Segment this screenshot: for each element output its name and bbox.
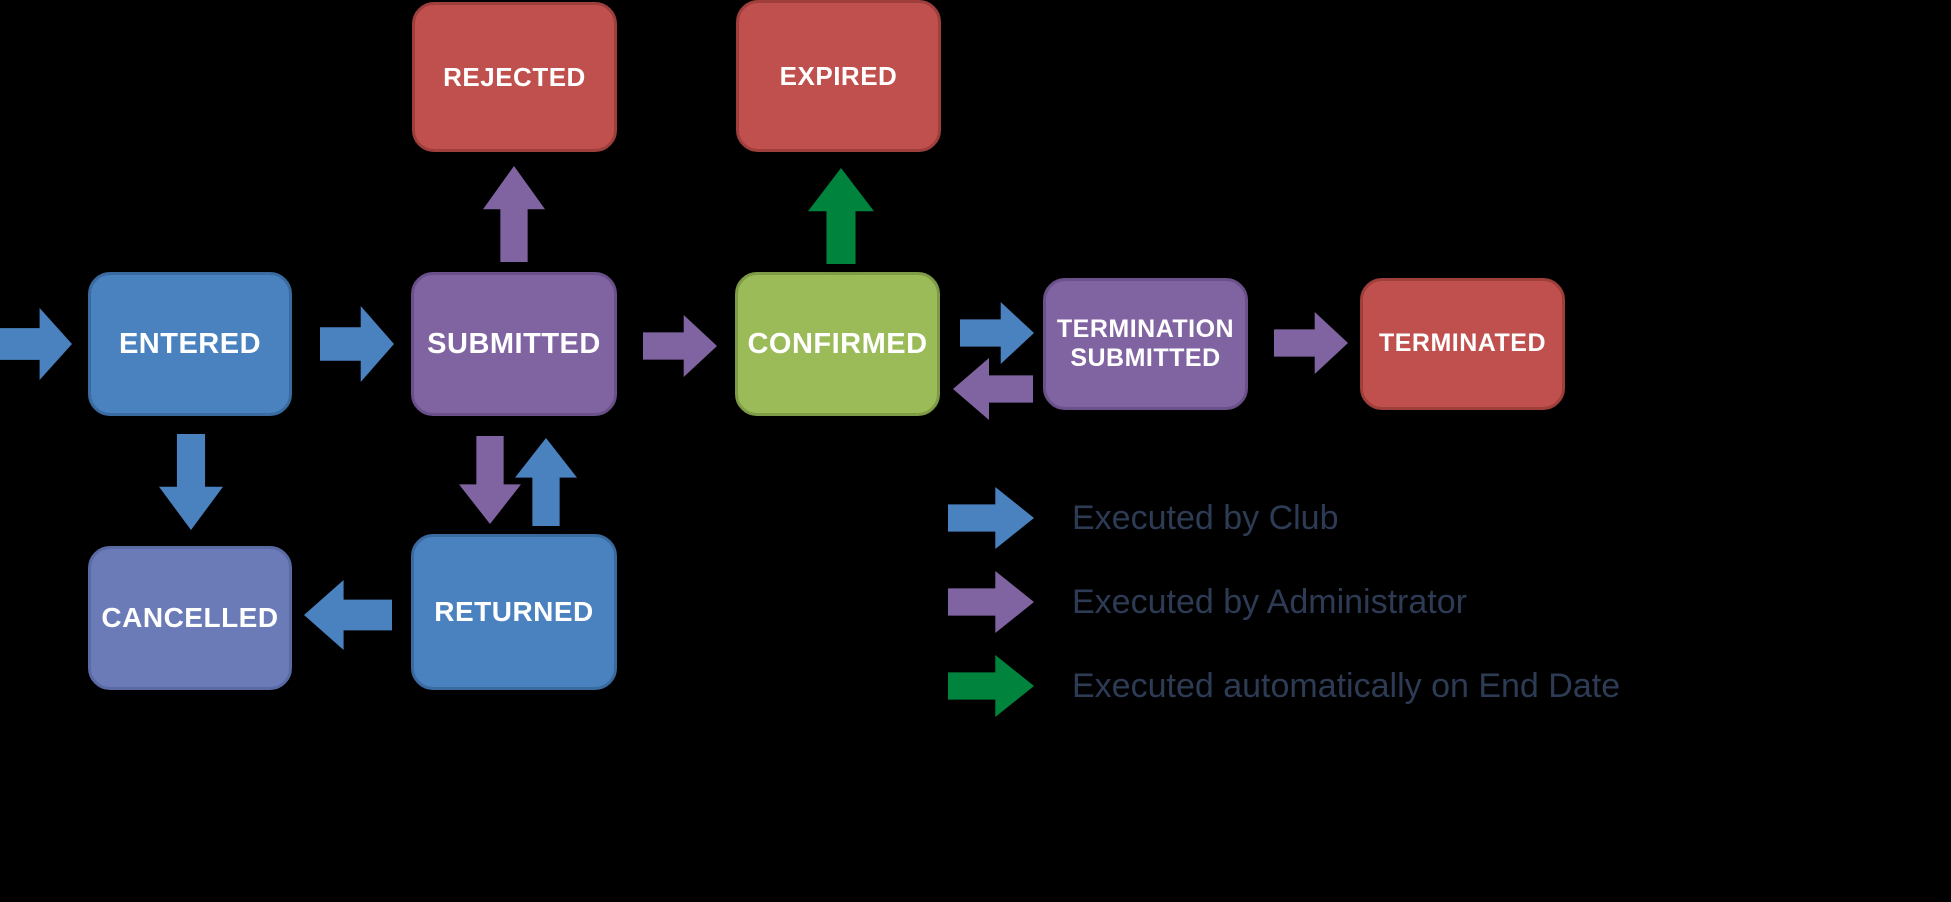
transition-arrow-termination-to-terminated	[1274, 312, 1348, 374]
transition-arrow-confirmed-to-expired	[808, 168, 874, 264]
transition-arrow-termination-to-confirmed	[953, 358, 1033, 420]
arrow-up-icon	[515, 438, 577, 526]
arrow-down-icon	[159, 434, 223, 530]
state-node-terminated[interactable]: TERMINATED	[1360, 278, 1565, 410]
arrow-right-icon	[1274, 312, 1348, 374]
arrow-right-icon	[643, 315, 717, 377]
arrow-up-icon	[483, 166, 545, 262]
arrow-left-icon	[953, 358, 1033, 420]
arrow-right-icon	[0, 308, 72, 380]
arrow-left-icon	[304, 580, 392, 650]
state-node-cancelled[interactable]: CANCELLED	[88, 546, 292, 690]
transition-arrow-entered-to-submitted	[320, 306, 394, 382]
state-node-label: TERMINATED	[1378, 329, 1547, 358]
state-node-entered[interactable]: ENTERED	[88, 272, 292, 416]
state-node-label: EXPIRED	[779, 60, 898, 91]
legend-label-administrator: Executed by Administrator	[1072, 582, 1467, 621]
legend-arrow-administrator-icon	[948, 571, 1034, 633]
state-node-label: ENTERED	[118, 327, 262, 360]
transition-arrow-submitted-to-returned	[459, 436, 521, 524]
transition-arrow-entered-to-cancelled	[159, 434, 223, 530]
state-node-termination_submitted[interactable]: TERMINATION SUBMITTED	[1043, 278, 1248, 410]
state-node-returned[interactable]: RETURNED	[411, 534, 617, 690]
transition-arrow-returned-to-cancelled	[304, 580, 392, 650]
arrow-right-icon	[960, 302, 1034, 364]
transition-arrow-submitted-to-confirmed	[643, 315, 717, 377]
arrow-right-icon	[320, 306, 394, 382]
arrow-up-icon	[808, 168, 874, 264]
legend-label-club: Executed by Club	[1072, 498, 1339, 537]
state-node-rejected[interactable]: REJECTED	[412, 2, 617, 152]
arrow-right-icon	[948, 487, 1034, 549]
legend-row-club: Executed by Club	[948, 487, 1339, 549]
transition-arrow-confirmed-to-termination	[960, 302, 1034, 364]
arrow-down-icon	[459, 436, 521, 524]
legend-label-automatic: Executed automatically on End Date	[1072, 666, 1621, 705]
state-node-label: REJECTED	[443, 61, 586, 92]
state-node-label: RETURNED	[434, 596, 594, 628]
state-node-submitted[interactable]: SUBMITTED	[411, 272, 617, 416]
arrow-right-icon	[948, 571, 1034, 633]
state-node-expired[interactable]: EXPIRED	[736, 0, 941, 152]
legend-arrow-automatic-icon	[948, 655, 1034, 717]
legend-row-automatic: Executed automatically on End Date	[948, 655, 1620, 717]
state-node-confirmed[interactable]: CONFIRMED	[735, 272, 940, 416]
state-node-label: CANCELLED	[101, 602, 279, 634]
transition-arrow-returned-to-submitted	[515, 438, 577, 526]
arrow-right-icon	[948, 655, 1034, 717]
transition-arrow-start-to-entered	[0, 308, 72, 380]
transition-arrow-submitted-to-rejected	[483, 166, 545, 262]
legend-row-administrator: Executed by Administrator	[948, 571, 1467, 633]
legend-arrow-club-icon	[948, 487, 1034, 549]
state-node-label: TERMINATION SUBMITTED	[1056, 314, 1235, 373]
state-node-label: SUBMITTED	[427, 327, 601, 360]
state-node-label: CONFIRMED	[747, 327, 928, 360]
